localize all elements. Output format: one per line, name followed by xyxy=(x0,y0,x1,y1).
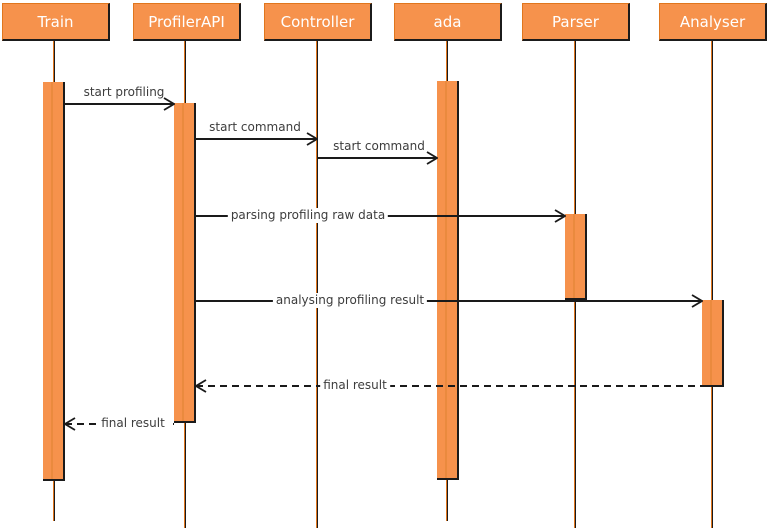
message-line-analysing-profiling-result xyxy=(196,300,702,302)
message-label: start command xyxy=(333,139,425,153)
activation-bar-analyser xyxy=(702,300,724,387)
message-label: analysing profiling result xyxy=(272,293,428,308)
message-label: start command xyxy=(209,120,301,134)
arrowhead-icon xyxy=(691,294,703,308)
activation-bar-train xyxy=(43,82,65,481)
participant-name: Analyser xyxy=(679,12,746,31)
message-label: start profiling xyxy=(83,85,165,99)
message-label: parsing profiling raw data xyxy=(227,208,389,223)
message-label: final result xyxy=(98,416,168,431)
participant-box-ada: ada xyxy=(394,3,502,41)
participant-box-controller: Controller xyxy=(264,3,372,41)
lifeline-controller xyxy=(316,41,318,528)
arrowhead-icon xyxy=(64,417,76,431)
message-line-start-command xyxy=(196,138,317,140)
arrowhead-icon xyxy=(195,379,207,393)
activation-bar-parser xyxy=(565,214,587,300)
message-line-start-command xyxy=(318,157,437,159)
lifeline-analyser xyxy=(711,41,713,528)
arrowhead-icon xyxy=(426,151,438,165)
activation-bar-profilerapi xyxy=(174,103,196,423)
participant-box-parser: Parser xyxy=(522,3,630,41)
message-line-start-profiling xyxy=(65,103,174,105)
activation-bar-ada xyxy=(437,81,459,480)
participant-name: Controller xyxy=(280,12,355,31)
arrowhead-icon xyxy=(554,209,566,223)
participant-box-profilerapi: ProfilerAPI xyxy=(133,3,241,41)
participant-name: ada xyxy=(433,12,462,31)
participant-name: Train xyxy=(37,12,74,31)
participant-box-analyser: Analyser xyxy=(659,3,767,41)
message-line-final-result xyxy=(196,385,702,387)
arrowhead-icon xyxy=(163,97,175,111)
message-label: final result xyxy=(320,378,390,393)
participant-name: Parser xyxy=(552,12,599,31)
participant-box-train: Train xyxy=(2,3,110,41)
participant-name: ProfilerAPI xyxy=(148,12,225,31)
arrowhead-icon xyxy=(306,132,318,146)
